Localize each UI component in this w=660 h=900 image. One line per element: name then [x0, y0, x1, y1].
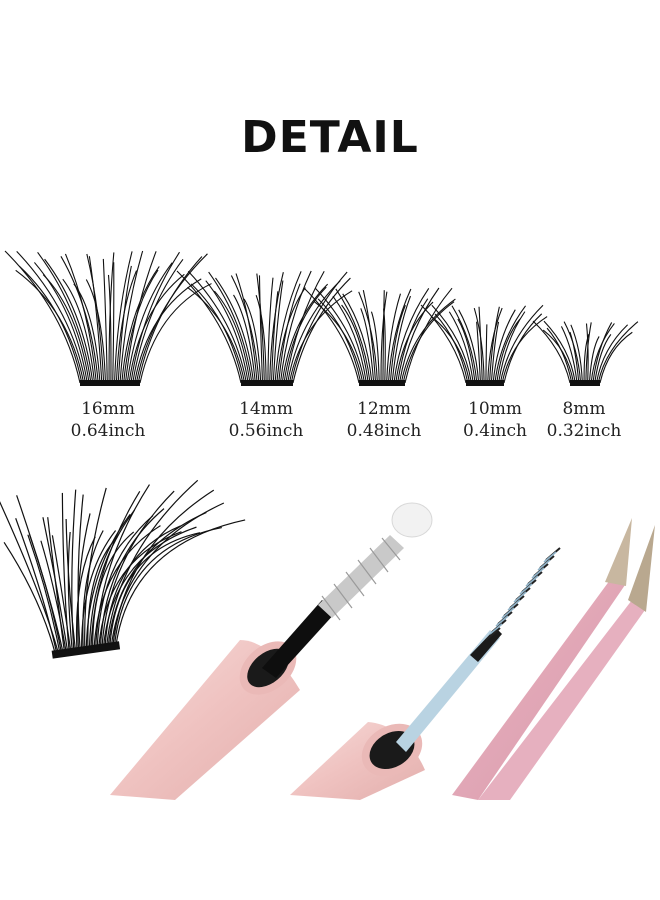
- spoolie-brush: [290, 547, 561, 800]
- size-inch: 0.32inch: [546, 421, 622, 441]
- size-label-16mm: 16mm 0.64inch: [58, 398, 158, 442]
- large-lash-cluster: [0, 479, 246, 659]
- size-mm: 14mm: [239, 399, 293, 419]
- size-inch: 0.4inch: [463, 421, 527, 441]
- bond-applicator: [110, 502, 433, 800]
- size-label-14mm: 14mm 0.56inch: [216, 398, 316, 442]
- lash-cluster-12mm: [303, 287, 456, 386]
- lash-cluster-10mm: [420, 304, 548, 386]
- lash-cluster-16mm: [4, 250, 212, 386]
- size-mm: 12mm: [357, 399, 411, 419]
- size-mm: 10mm: [468, 399, 522, 419]
- detail-title: DETAIL: [241, 112, 419, 163]
- tweezers: [452, 518, 655, 800]
- lash-size-row: [4, 250, 639, 386]
- size-label-8mm: 8mm 0.32inch: [534, 398, 634, 442]
- size-label-12mm: 12mm 0.48inch: [334, 398, 434, 442]
- size-label-10mm: 10mm 0.4inch: [445, 398, 545, 442]
- lash-cluster-8mm: [532, 320, 639, 386]
- size-inch: 0.64inch: [70, 421, 146, 441]
- size-inch: 0.56inch: [228, 421, 304, 441]
- size-mm: 8mm: [562, 399, 606, 419]
- size-inch: 0.48inch: [346, 421, 422, 441]
- lash-cluster-14mm: [176, 270, 353, 386]
- size-mm: 16mm: [81, 399, 135, 419]
